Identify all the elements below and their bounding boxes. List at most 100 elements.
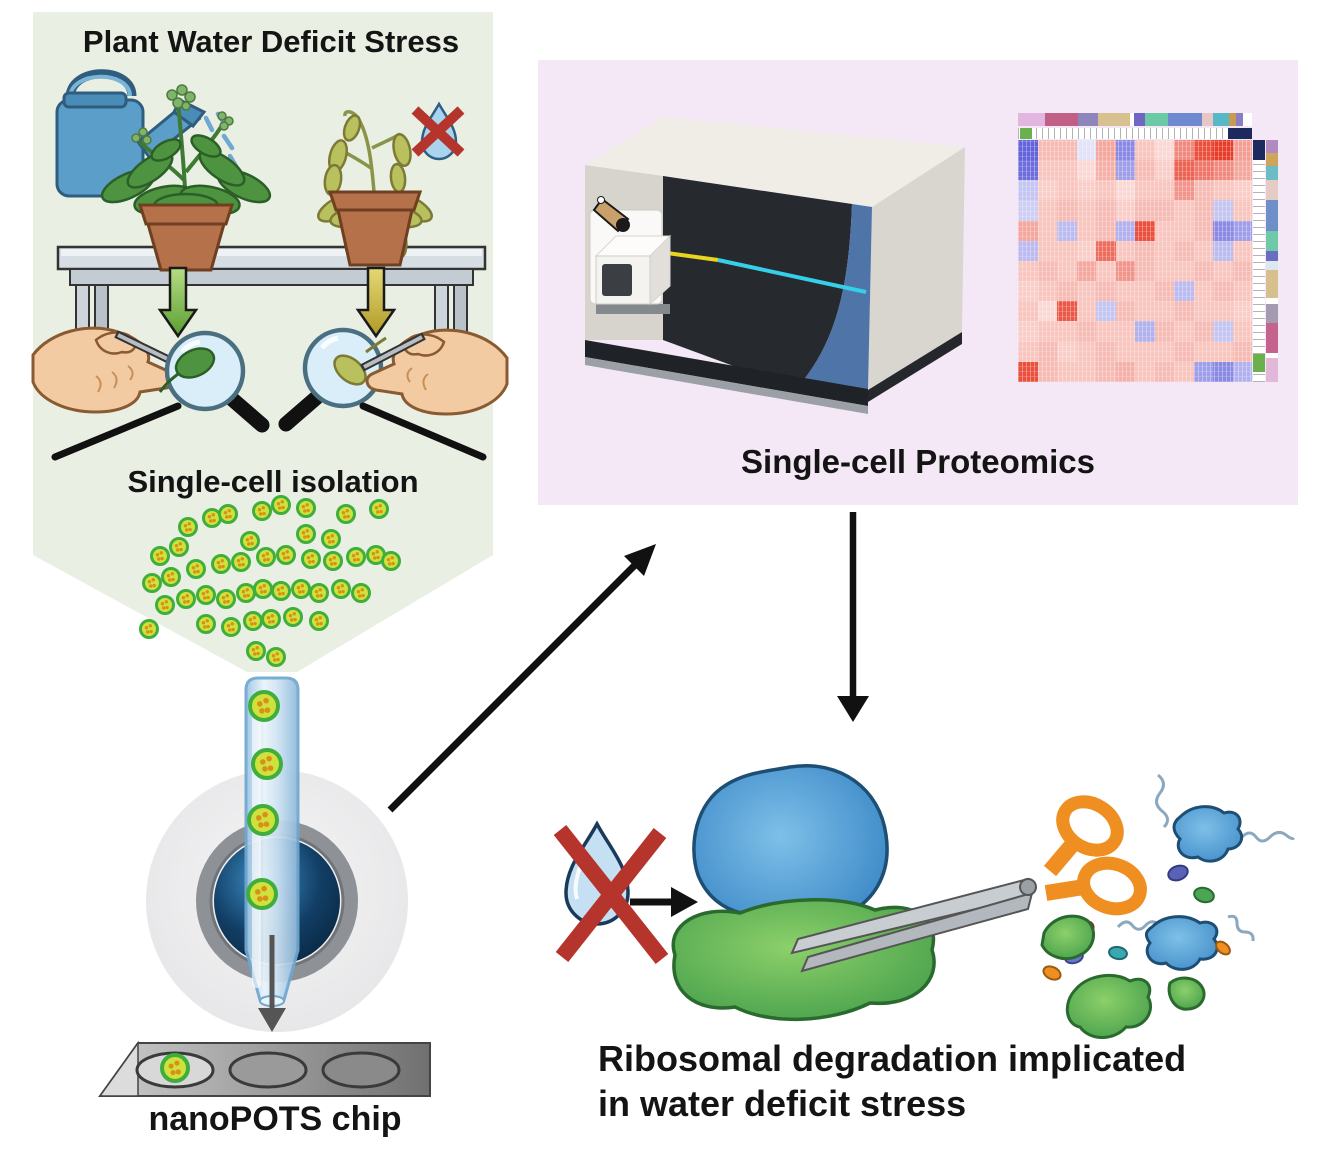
heatmap-annotation-segment <box>1266 260 1278 270</box>
heatmap-cell <box>1174 180 1194 201</box>
heatmap-annotation-segment <box>1266 269 1278 298</box>
heatmap-cell <box>1213 220 1233 241</box>
plant-cell <box>291 579 311 599</box>
plant-cell <box>256 547 276 567</box>
heatmap-cell <box>1115 321 1135 342</box>
heatmap-cell <box>1154 260 1174 282</box>
heatmap-cell <box>1193 260 1213 282</box>
heatmap-cell <box>1096 301 1116 322</box>
heatmap-annotation-segment <box>1266 140 1278 154</box>
plant-cell <box>323 551 343 571</box>
plant-cell <box>381 551 401 571</box>
heatmap-side-stripe <box>1253 140 1265 382</box>
heatmap-cell <box>1057 220 1077 241</box>
plant-cell <box>240 531 260 551</box>
heatmap-cell <box>1115 260 1135 282</box>
heatmap-cell <box>1076 180 1096 201</box>
heatmap-cell <box>1193 200 1213 221</box>
heatmap-cell <box>1018 200 1038 221</box>
heatmap-cell <box>1057 301 1077 322</box>
heatmap-cell <box>1232 160 1252 181</box>
heatmap-cell <box>1213 200 1233 221</box>
plant-cell <box>246 641 266 661</box>
heatmap-cell <box>1037 220 1057 241</box>
heatmap-cell <box>1154 200 1174 221</box>
heatmap-cell <box>1057 160 1077 181</box>
cell-in-chip-well <box>160 1053 190 1083</box>
heatmap-cell <box>1213 361 1233 382</box>
plant-cell <box>321 529 341 549</box>
heatmap-annotation-segment <box>1266 199 1278 232</box>
heatmap-cell <box>1213 281 1233 302</box>
heatmap-cell <box>1174 301 1194 322</box>
heatmap-annotation-segment <box>1243 113 1253 126</box>
plant-panel-title: Plant Water Deficit Stress <box>83 24 459 59</box>
heatmap-annotation-segment <box>1167 113 1202 126</box>
heatmap-cell <box>1135 260 1155 282</box>
heatmap-cell <box>1115 341 1135 362</box>
heatmap-cell <box>1037 200 1057 221</box>
heatmap-cell <box>1076 301 1096 322</box>
heatmap-cell <box>1193 180 1213 201</box>
proteomics-title: Single-cell Proteomics <box>741 443 1095 480</box>
heatmap-cell <box>1096 140 1116 161</box>
heatmap-cell <box>1018 180 1038 201</box>
heatmap-annotation-segment <box>1266 323 1278 353</box>
heatmap-cell <box>1213 180 1233 201</box>
heatmap-cell <box>1135 321 1155 342</box>
heatmap-annotation-segment <box>1078 113 1098 126</box>
heatmap-annotation-segment <box>1266 297 1278 305</box>
heatmap-cell <box>1057 321 1077 342</box>
heatmap-cell <box>1174 240 1194 261</box>
plant-cell <box>296 498 316 518</box>
plant-cell <box>160 1053 190 1083</box>
plant-cell <box>196 614 216 634</box>
heatmap-cell <box>1115 160 1135 181</box>
heatmap-cell <box>1135 160 1155 181</box>
heatmap-cell <box>1154 281 1174 302</box>
plant-cell <box>139 619 159 639</box>
heatmap-cell <box>1057 240 1077 261</box>
heatmap-cell <box>1076 220 1096 241</box>
heatmap-cell <box>1135 361 1155 382</box>
heatmap-right-annotation <box>1266 140 1278 382</box>
heatmap-cell <box>1096 361 1116 382</box>
healthy-sample-arrow <box>157 266 199 339</box>
plant-cell <box>261 609 281 629</box>
heatmap-cell <box>1037 240 1057 261</box>
plant-cell <box>216 589 236 609</box>
heatmap-cell <box>1232 361 1252 382</box>
stress-arrow <box>630 887 698 917</box>
heatmap-cell <box>1154 301 1174 322</box>
result-caption: Ribosomal degradation implicated in wate… <box>598 1036 1258 1126</box>
plant-cell <box>366 545 386 565</box>
heatmap-annotation-segment <box>1266 165 1278 180</box>
heatmap-cell <box>1135 341 1155 362</box>
heatmap-cell <box>1037 260 1057 282</box>
heatmap-cell <box>1193 341 1213 362</box>
plant-cell <box>247 804 279 836</box>
heatmap-cell <box>1232 180 1252 201</box>
heatmap-cell <box>1037 281 1057 302</box>
heatmap-cell <box>1096 160 1116 181</box>
healthy-pot <box>137 203 235 226</box>
plant-cell <box>252 501 272 521</box>
heatmap-cell <box>1135 240 1155 261</box>
plant-cell <box>142 573 162 593</box>
heatmap-cell <box>1096 200 1116 221</box>
heatmap-cell <box>1135 301 1155 322</box>
heatmap-cell <box>1018 341 1038 362</box>
heatmap-cell <box>1018 361 1038 382</box>
isolated-cells <box>139 495 401 667</box>
plant-cell <box>218 504 238 524</box>
result-caption-line1: Ribosomal degradation implicated <box>598 1038 1187 1079</box>
heatmap-cell <box>1232 200 1252 221</box>
heatmap-annotation-segment <box>1266 179 1278 200</box>
heatmap-cell <box>1232 301 1252 322</box>
heatmap-annotation-segment <box>1266 251 1278 261</box>
ribosome-degradation-scene <box>553 764 1296 1039</box>
isolation-label: Single-cell isolation <box>127 464 418 499</box>
plant-cell <box>296 524 316 544</box>
heatmap-cell <box>1096 341 1116 362</box>
